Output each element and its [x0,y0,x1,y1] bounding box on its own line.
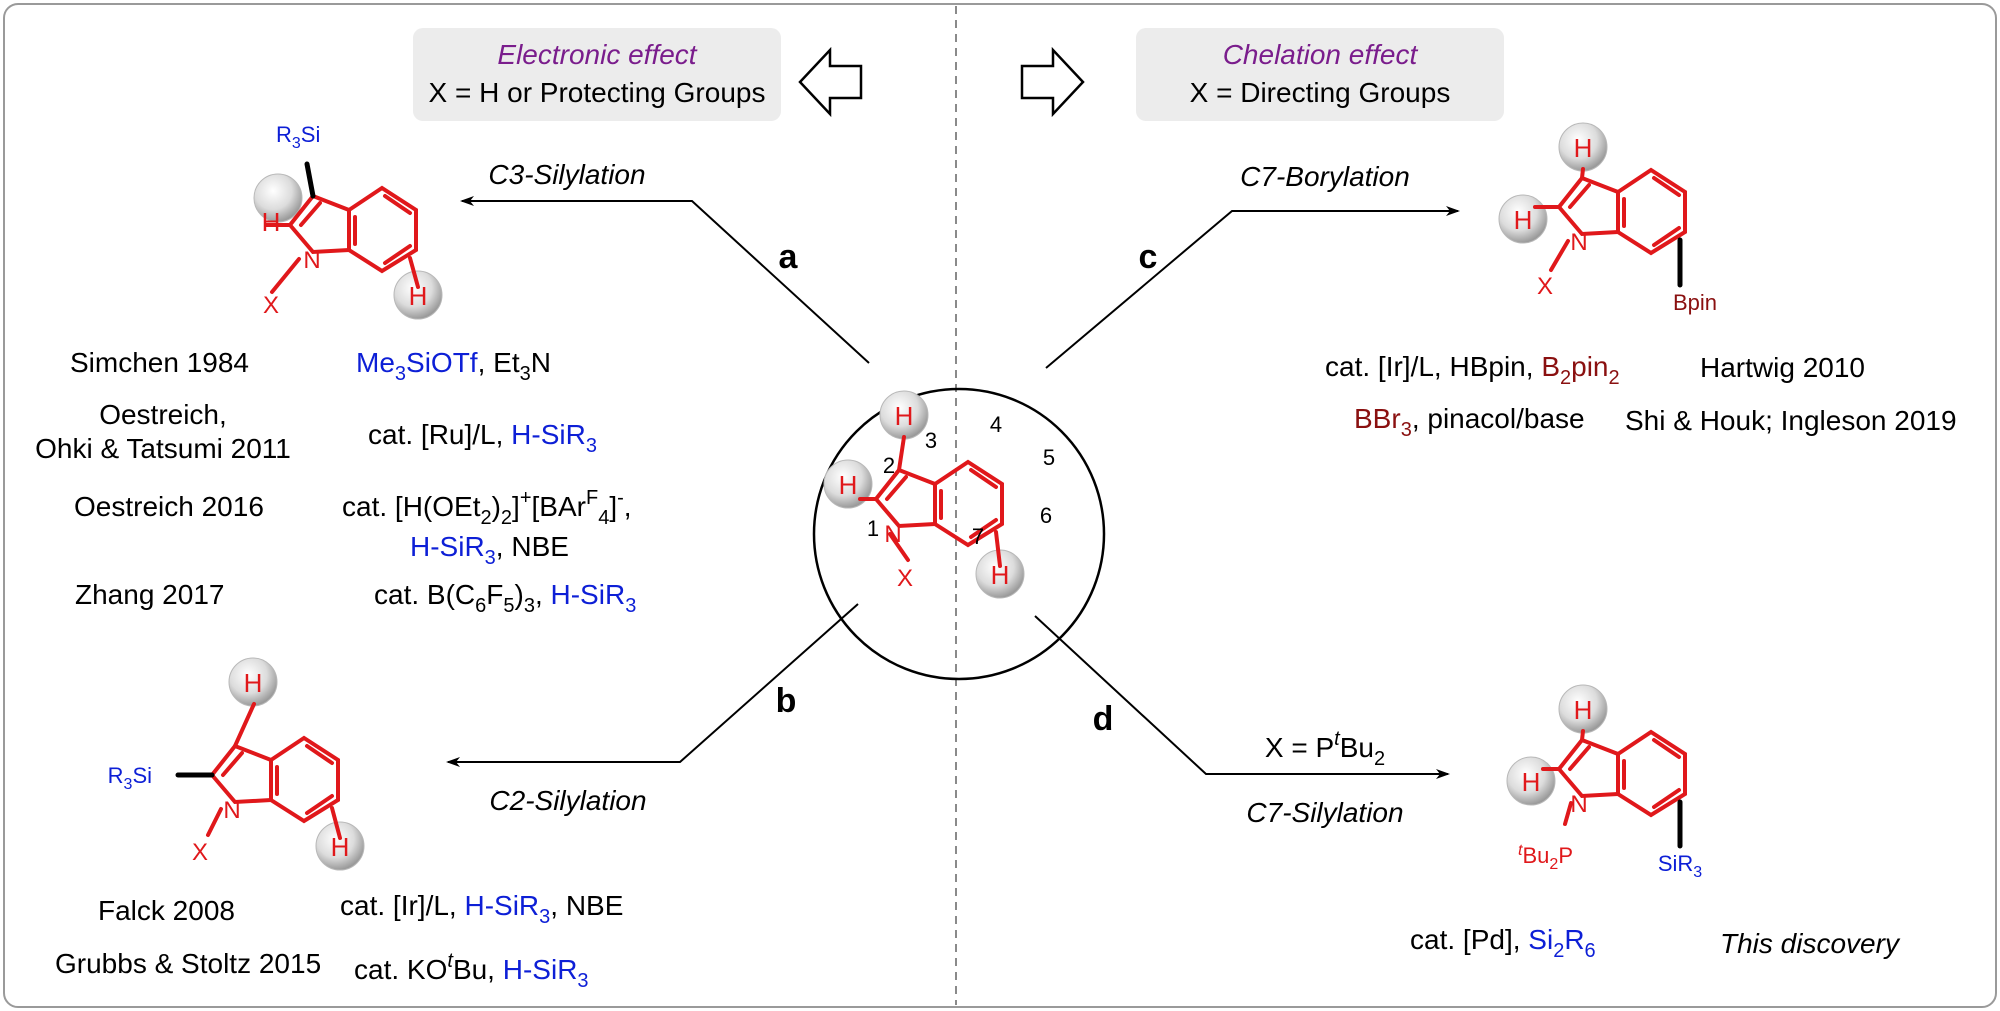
path-c-line [1045,206,1460,369]
path-d-reaction: C7-Silylation [1246,797,1403,828]
position-number: 6 [1040,503,1052,528]
h-ball [253,173,303,223]
path-d-letter: d [1093,700,1114,738]
molecule-c: H H N X Bpin [1498,122,1717,315]
position-number: 2 [883,453,895,478]
ref-author: Zhang 2017 [75,579,224,610]
atom-n: N [223,797,240,824]
electronic-effect-subtitle: X = H or Protecting Groups [429,77,766,108]
tbu2p-label: tBu2P [1518,842,1573,873]
refs-path-b: Falck 2008 cat. [Ir]/L, H-SiR3, NBE Grub… [55,890,623,992]
atom-n: N [303,247,320,274]
atom-h: H [331,832,350,862]
ref-author: Ohki & Tatsumi 2011 [35,433,291,464]
hollow-arrow-left-icon [798,46,863,118]
chelation-effect-title: Chelation effect [1223,39,1419,70]
path-a-reaction: C3-Silylation [488,159,645,190]
atom-h: H [1514,205,1533,235]
path-b-line [446,603,859,767]
ref-author: Shi & Houk; Ingleson 2019 [1625,405,1957,436]
atom-h: H [1522,767,1541,797]
ref-conditions: H-SiR3, NBE [410,531,569,569]
path-b-reaction: C2-Silylation [489,785,646,816]
bpin-label: Bpin [1673,290,1717,315]
atom-x: X [192,839,208,866]
atom-h: H [1574,133,1593,163]
ref-conditions: cat. [H(OEt2)2]+[BArF4]-, [342,487,632,529]
h-ball [393,270,443,320]
center-circle [812,387,1106,681]
position-number: 4 [990,412,1002,437]
ref-conditions: cat. [Ru]/L, H-SiR3 [368,419,597,457]
molecule-b: H H N X R3Si [108,657,365,871]
outer-frame [3,3,1997,1008]
path-a-line [460,196,870,364]
molecule-d: H H N tBu2P SiR3 [1506,684,1702,881]
ref-conditions: cat. [Ir]/L, HBpin, B2pin2 [1325,351,1620,389]
position-number: 1 [867,516,879,541]
ref-conditions: cat. B(C6F5)3, H-SiR3 [374,579,636,617]
ref-author: Grubbs & Stoltz 2015 [55,948,321,979]
refs-path-a: Simchen 1984 Me3SiOTf, Et3N Oestreich, O… [35,347,636,617]
ref-conditions: cat. KOtBu, H-SiR3 [354,950,589,992]
atom-x: X [263,292,279,319]
chelation-effect-subtitle: X = Directing Groups [1190,77,1451,108]
refs-path-d: cat. [Pd], Si2R6 This discovery [1410,924,1901,962]
atom-x: X [897,565,913,592]
h-ball [315,821,365,871]
ref-conditions: cat. [Ir]/L, H-SiR3, NBE [340,890,623,928]
center-indole: H H H N X 1 2 3 4 5 6 7 [823,390,1055,599]
atom-n: N [1570,229,1587,256]
atom-h: H [262,207,281,237]
path-a-letter: a [779,238,799,276]
ref-conditions: BBr3, pinacol/base [1354,403,1585,441]
atom-h: H [409,281,428,311]
atom-h: H [244,668,263,698]
this-discovery-note: This discovery [1720,928,1901,959]
atom-n: N [1570,791,1587,818]
path-c-reaction: C7-Borylation [1240,161,1410,192]
atom-h: H [991,560,1010,590]
atom-x: X [1537,273,1553,300]
hollow-arrow-right-icon [1020,46,1085,118]
ref-conditions: cat. [Pd], Si2R6 [1410,924,1596,962]
position-number: 3 [925,428,937,453]
chelation-effect-box: Chelation effect X = Directing Groups [1136,28,1504,121]
atom-h: H [839,470,858,500]
position-number: 7 [972,524,984,549]
ref-conditions: Me3SiOTf, Et3N [356,347,551,385]
electronic-effect-title: Electronic effect [497,39,697,70]
electronic-effect-box: Electronic effect X = H or Protecting Gr… [413,28,781,121]
r3si-label: R3Si [276,122,320,152]
ref-author: Falck 2008 [98,895,235,926]
ref-author: Simchen 1984 [70,347,249,378]
ref-author: Oestreich, [99,399,227,430]
path-b-letter: b [776,682,797,720]
sir3-label: SiR3 [1658,851,1702,881]
position-number: 5 [1043,445,1055,470]
ref-author: Oestreich 2016 [74,491,264,522]
path-c-letter: c [1139,238,1158,276]
path-d-line [1034,615,1450,779]
path-d-condition: X = PtBu2 [1265,728,1385,770]
molecule-a: H H N X R3Si [253,122,443,320]
atom-h: H [895,401,914,431]
refs-path-c: cat. [Ir]/L, HBpin, B2pin2 Hartwig 2010 … [1325,351,1957,441]
atom-n: N [884,521,901,548]
r3si-label: R3Si [108,763,152,793]
ref-author: Hartwig 2010 [1700,352,1865,383]
atom-h: H [1574,695,1593,725]
h-ball [823,459,873,509]
